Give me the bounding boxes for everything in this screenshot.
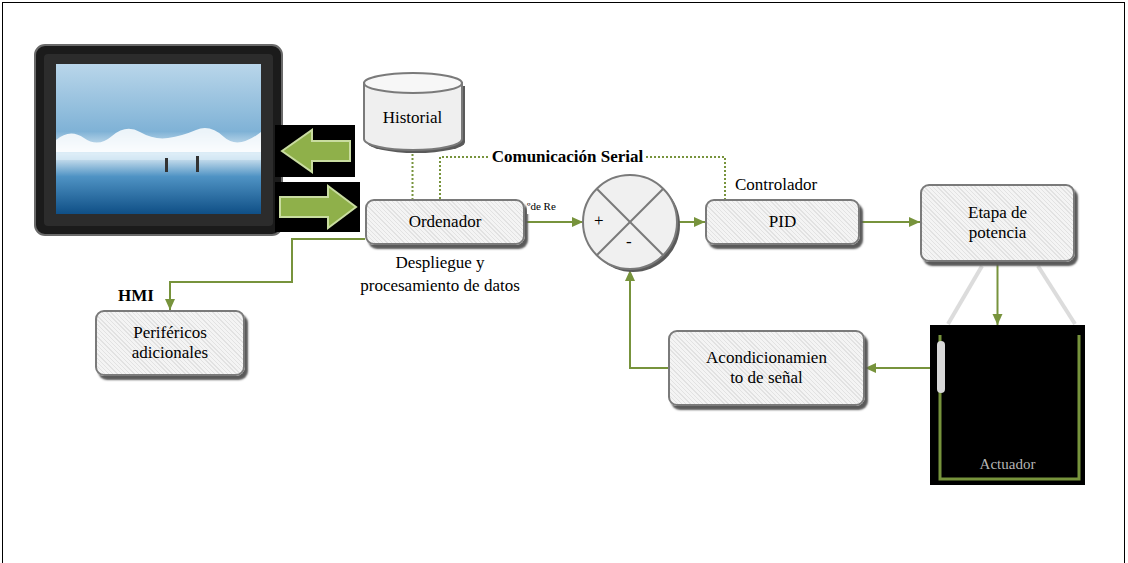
junction-cross	[597, 189, 663, 255]
summing-junction: +-	[582, 174, 678, 270]
level-sensor	[937, 341, 945, 393]
signal-line	[170, 239, 365, 310]
arrow-head	[694, 217, 705, 227]
cylinder-top	[364, 73, 462, 93]
link-label: Comunicación Serial	[489, 147, 647, 167]
node-text: PID	[718, 212, 848, 232]
controller-label: Controlador	[735, 174, 817, 197]
actuator-tank: Actuador	[930, 325, 1085, 485]
arrow-head	[993, 314, 1003, 325]
junction-circle	[583, 175, 677, 269]
description-text: Despliegue y procesamiento de datos	[345, 252, 535, 298]
peripheral-box: Periféricos adicionales	[95, 310, 245, 376]
node-text: Periféricos adicionales	[115, 323, 225, 362]
process-box: Ordenador	[365, 199, 525, 245]
reference-label: ºde Re	[527, 199, 556, 214]
node-text: Acondicionamien to de señal	[699, 348, 834, 387]
arrow-head	[909, 217, 920, 227]
data-arrows	[275, 125, 360, 232]
hmi-monitor	[35, 45, 282, 235]
arrow-head	[165, 299, 175, 310]
plus-sign: +	[594, 211, 604, 231]
node-text: Ordenador	[375, 212, 515, 232]
controller-box: PID	[705, 199, 860, 245]
arrow-head	[865, 363, 876, 373]
actuator-label: Actuador	[930, 455, 1085, 473]
process-box: Etapa de potencia	[920, 184, 1075, 262]
junction-cross	[597, 189, 663, 255]
signal-line	[630, 270, 668, 368]
minus-sign: -	[626, 232, 632, 252]
funnel-outline	[948, 266, 1075, 324]
arrow-head	[572, 217, 583, 227]
database-cylinder: Historial	[363, 72, 463, 150]
node-text: Etapa de potencia	[948, 203, 1048, 242]
node-text: Historial	[373, 108, 453, 128]
process-box: Acondicionamien to de señal	[668, 330, 865, 406]
dotted-link	[412, 150, 414, 199]
hmi-label: HMI	[118, 285, 154, 308]
